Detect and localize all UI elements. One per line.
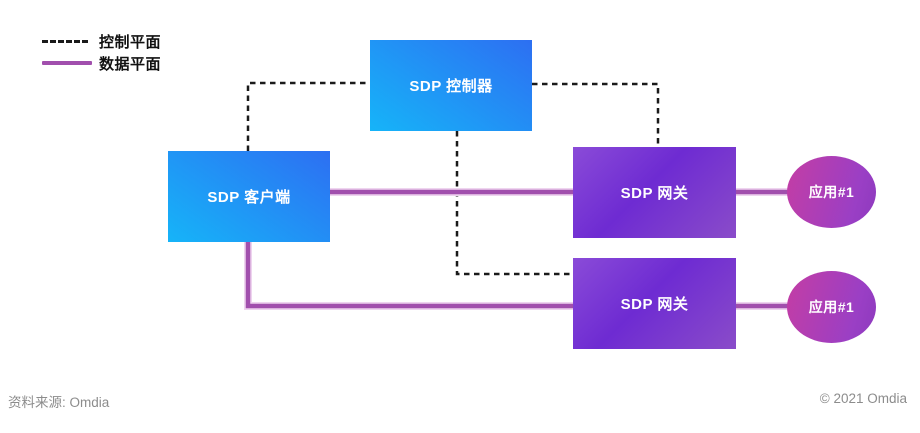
connector-client-gateway-bottom [245, 242, 573, 309]
node-sdp-gateway-top: SDP 网关 [573, 147, 736, 238]
connector-controller-gateway-top [532, 82, 660, 147]
node-sdp-controller-label: SDP 控制器 [409, 78, 493, 95]
node-sdp-client-label: SDP 客户端 [207, 189, 291, 206]
node-sdp-controller: SDP 控制器 [370, 40, 532, 131]
legend: 控制平面 数据平面 [42, 30, 161, 74]
legend-label-data-plane: 数据平面 [99, 55, 162, 73]
control-plane-line-swatch [42, 39, 88, 43]
source-attribution: 资料来源: Omdia [8, 395, 110, 410]
control-plane-connectors [246, 81, 660, 276]
node-sdp-gateway-top-label: SDP 网关 [620, 185, 689, 202]
legend-item-data-plane: 数据平面 [42, 52, 161, 74]
data-plane-connectors [245, 189, 790, 309]
node-sdp-gateway-bottom-label: SDP 网关 [620, 296, 689, 313]
node-sdp-gateway-bottom: SDP 网关 [573, 258, 736, 349]
node-app1-top: 应用#1 [787, 156, 876, 228]
connector-client-controller [246, 81, 370, 151]
legend-label-control-plane: 控制平面 [99, 33, 162, 51]
connector-controller-gateway-bottom [455, 131, 573, 276]
node-app1-bottom-label: 应用#1 [808, 299, 855, 315]
node-sdp-client: SDP 客户端 [168, 151, 330, 242]
data-plane-line-swatch [42, 61, 92, 65]
copyright-notice: © 2021 Omdia [819, 391, 907, 406]
node-app1-top-label: 应用#1 [808, 184, 855, 200]
legend-item-control-plane: 控制平面 [42, 30, 161, 52]
node-app1-bottom: 应用#1 [787, 271, 876, 343]
